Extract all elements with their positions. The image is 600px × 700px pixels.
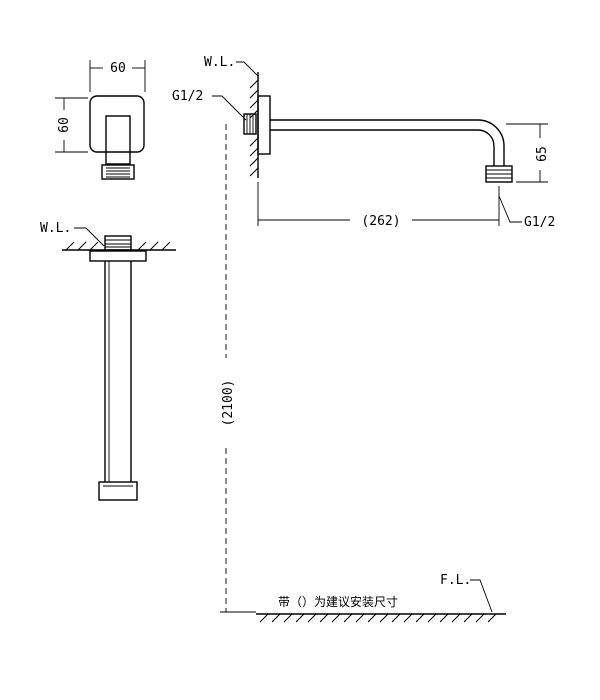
floor-label: F.L.: [440, 573, 471, 588]
wall-thread-label: G1/2: [172, 89, 203, 104]
height-label: (2100): [221, 380, 236, 427]
install-note: 带（）为建议安装尺寸: [278, 594, 398, 609]
side-wl-label: W.L.: [204, 55, 235, 70]
reach-label: (262): [361, 214, 400, 229]
drop-label: 65: [535, 146, 550, 162]
top-width-label: 60: [110, 61, 126, 76]
front-wl-label: W.L.: [40, 221, 71, 236]
floor-line: F.L. 带（）为建议安装尺寸: [256, 573, 506, 623]
side-view: W.L. G1/2: [172, 55, 555, 230]
height-dimension: (2100): [220, 124, 256, 613]
top-view: 60 60: [55, 60, 146, 180]
outlet-thread-label: G1/2: [524, 215, 555, 230]
top-depth-label: 60: [57, 117, 72, 133]
front-view: W.L.: [40, 221, 176, 501]
